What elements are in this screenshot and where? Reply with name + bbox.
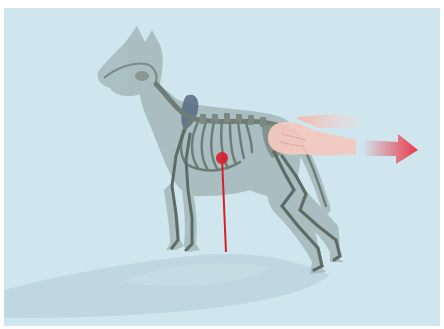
ground-shadow: [4, 254, 330, 318]
push-direction-arrow: [362, 134, 418, 164]
